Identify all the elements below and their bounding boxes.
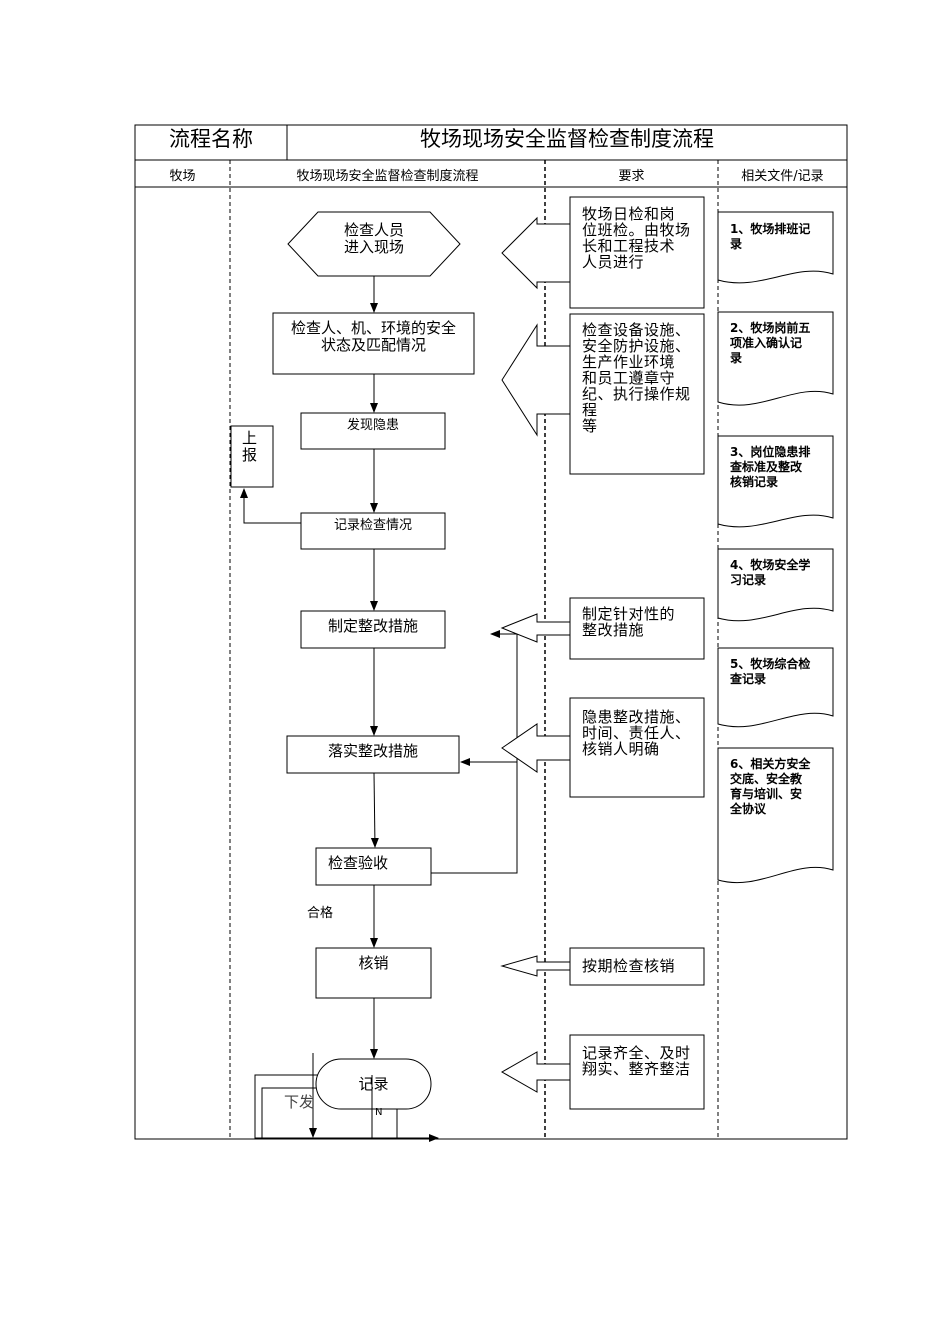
- plan-label: 制定整改措施: [327, 617, 418, 635]
- req-box-1: [569, 196, 705, 309]
- start-hexagon: [287, 211, 461, 277]
- req-text-2: 检查设备设施、 安全防护设施、 生产作业环境 和员工遵章守 纪、执行操作规 程 …: [582, 321, 691, 435]
- find-box: [300, 412, 446, 450]
- req-text-4: 隐患整改措施、 时间、责任人、 核销人明确: [582, 708, 691, 758]
- block-arrow-5: [500, 955, 571, 977]
- doc-shape-5: [717, 647, 834, 728]
- req-text-5: 按期检查核销: [582, 957, 676, 975]
- doc-shape-1: [717, 211, 834, 284]
- block-arrow-6: [500, 1051, 571, 1093]
- doc-text-4: 4、牧场安全学 习记录: [730, 558, 811, 587]
- cancel-label: 核销: [358, 954, 389, 972]
- table-frame: [134, 124, 848, 1140]
- start-label: 检查人员 进入现场: [343, 221, 404, 256]
- accept-label: 检查验收: [328, 854, 389, 872]
- implement-label: 落实整改措施: [327, 742, 418, 760]
- end-terminator: [315, 1058, 432, 1110]
- column-header-requirements: 要求: [618, 169, 645, 184]
- report-box: [230, 425, 274, 488]
- block-arrow-3: [500, 613, 571, 643]
- req-box-6: [569, 1034, 705, 1110]
- find-label: 发现隐患: [346, 418, 399, 433]
- accept-box: [315, 847, 432, 886]
- doc-text-1: 1、牧场排班记 录: [730, 222, 811, 251]
- record-check-label: 记录检查情况: [333, 518, 412, 533]
- doc-shape-4: [717, 548, 834, 622]
- doc-shape-2: [717, 311, 834, 406]
- doc-shape-3: [717, 435, 834, 528]
- plan-box: [300, 610, 446, 649]
- check-label: 检查人、机、环境的安全 状态及匹配情况: [290, 319, 456, 354]
- column-header-documents: 相关文件/记录: [741, 169, 824, 184]
- record-check-box: [300, 512, 446, 550]
- residual-text: 下发: [284, 1093, 315, 1111]
- doc-shape-6: [717, 747, 834, 884]
- block-arrow-1: [501, 216, 571, 290]
- arrow-implement-to-accept: [370, 772, 379, 848]
- req-box-2: [569, 313, 705, 475]
- req-box-3: [569, 597, 705, 660]
- end-label: 记录: [358, 1075, 389, 1093]
- block-arrow-4: [501, 723, 571, 773]
- req-box-5: [569, 947, 705, 986]
- req-text-1: 牧场日检和岗 位班检。由牧场 长和工程技术 人员进行: [582, 205, 691, 271]
- doc-text-6: 6、相关方安全 交底、安全教 育与培训、安 全协议: [730, 757, 811, 816]
- req-text-6: 记录齐全、及时 翔实、整齐整洁: [582, 1044, 691, 1078]
- implement-box: [286, 735, 460, 774]
- residual-n: N: [375, 1107, 383, 1118]
- doc-text-3: 3、岗位隐患排 查标准及整改 核销记录: [730, 445, 811, 489]
- report-label: 上 报: [242, 429, 258, 464]
- check-box: [272, 312, 475, 375]
- doc-text-5: 5、牧场综合检 查记录: [730, 657, 811, 686]
- page-title: 牧场现场安全监督检查制度流程: [420, 127, 714, 151]
- feedback-line: [431, 634, 518, 874]
- arrow-to-report: [240, 488, 301, 524]
- doc-text-2: 2、牧场岗前五 项准入确认记 录: [730, 321, 811, 365]
- cancel-box: [315, 947, 432, 999]
- block-arrow-2: [501, 323, 571, 437]
- req-text-3: 制定针对性的 整改措施: [582, 605, 676, 639]
- pass-label: 合格: [307, 906, 334, 921]
- title-label: 流程名称: [169, 127, 253, 151]
- column-header-process: 牧场现场安全监督检查制度流程: [296, 169, 479, 184]
- column-header-farm: 牧场: [169, 169, 196, 184]
